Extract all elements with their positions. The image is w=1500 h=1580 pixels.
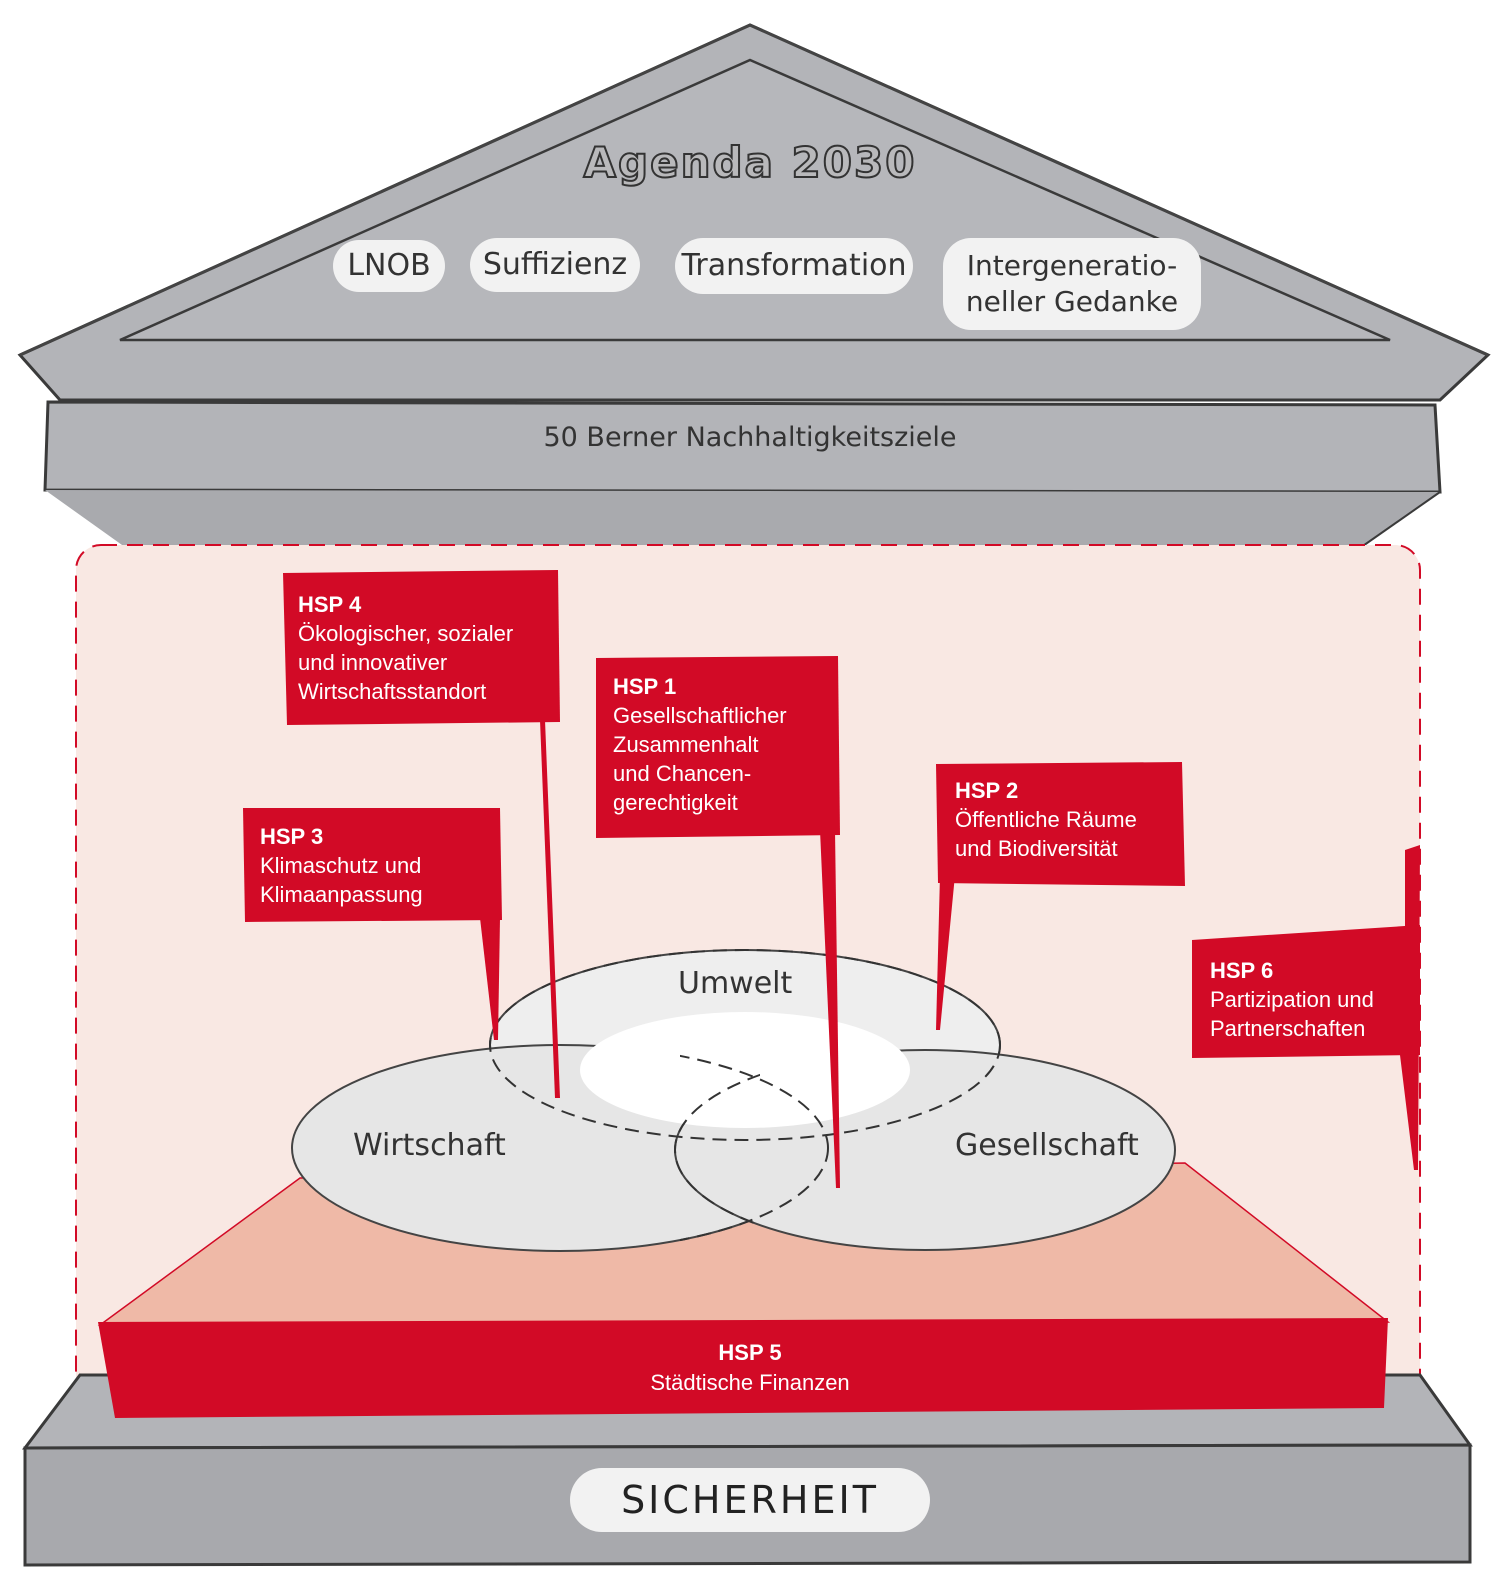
flag-hsp2: HSP 2 Öffentliche Räume und Biodiversitä… <box>955 776 1180 863</box>
flag-code: HSP 1 <box>613 674 677 699</box>
roof-edge-line <box>19 23 1489 357</box>
flag-panel-hsp4 <box>283 570 560 725</box>
flag-description: Klimaschutz und Klimaanpassung <box>260 853 423 907</box>
flag-pole-hsp4 <box>540 720 560 1098</box>
principle-suffizienz: Suffizienz <box>470 238 640 292</box>
flag-hsp6: HSP 6 Partizipation und Partnerschaften <box>1210 956 1415 1043</box>
flag-description: Öffentliche Räume und Biodiversität <box>955 807 1137 861</box>
flag-hsp1: HSP 1 Gesellschaftlicher Zusammenhalt un… <box>613 672 833 817</box>
principle-intergenerational: Intergeneratio- neller Gedanke <box>943 238 1201 330</box>
flag-hsp3: HSP 3 Klimaschutz und Klimaanpassung <box>260 822 495 909</box>
flag-code: HSP 6 <box>1210 958 1274 983</box>
agenda-title: Agenda 2030 <box>583 137 917 188</box>
flag-panel-hsp6 <box>1192 925 1420 1058</box>
venn-center-highlight <box>580 1012 910 1128</box>
venn-label-wirtschaft: Wirtschaft <box>353 1128 506 1163</box>
venn-label-gesellschaft: Gesellschaft <box>955 1128 1139 1163</box>
foundation-label: SICHERHEIT <box>570 1468 930 1532</box>
flag-code: HSP 3 <box>260 824 324 849</box>
beam-label: 50 Berner Nachhaltigkeitsziele <box>543 422 957 453</box>
base-description: Städtische Finanzen <box>650 1370 850 1395</box>
flag-pole-hsp1 <box>820 830 840 1188</box>
base-code: HSP 5 <box>718 1340 782 1365</box>
principle-transformation: Transformation <box>675 238 913 294</box>
venn-label-umwelt: Umwelt <box>678 966 793 1001</box>
flag-panel-hsp1 <box>596 656 840 838</box>
flag-pole-hsp2 <box>936 875 955 1030</box>
flag-hsp4: HSP 4 Ökologischer, sozialer und innovat… <box>298 590 558 706</box>
base-bar <box>98 1318 1388 1418</box>
flag-code: HSP 2 <box>955 778 1019 803</box>
flag-panel-hsp3 <box>243 808 502 922</box>
flag-description: Partizipation und Partnerschaften <box>1210 987 1374 1041</box>
flag-description: Gesellschaftlicher Zusammenhalt und Chan… <box>613 703 787 815</box>
flag-pole-hsp3 <box>480 918 500 1040</box>
flag-description: Ökologischer, sozialer und innovativer W… <box>298 621 514 704</box>
principle-lnob: LNOB <box>333 240 445 292</box>
base-hsp5: HSP 5 Städtische Finanzen <box>200 1338 1300 1398</box>
flag-panel-hsp2 <box>936 762 1185 886</box>
flag-code: HSP 4 <box>298 592 362 617</box>
